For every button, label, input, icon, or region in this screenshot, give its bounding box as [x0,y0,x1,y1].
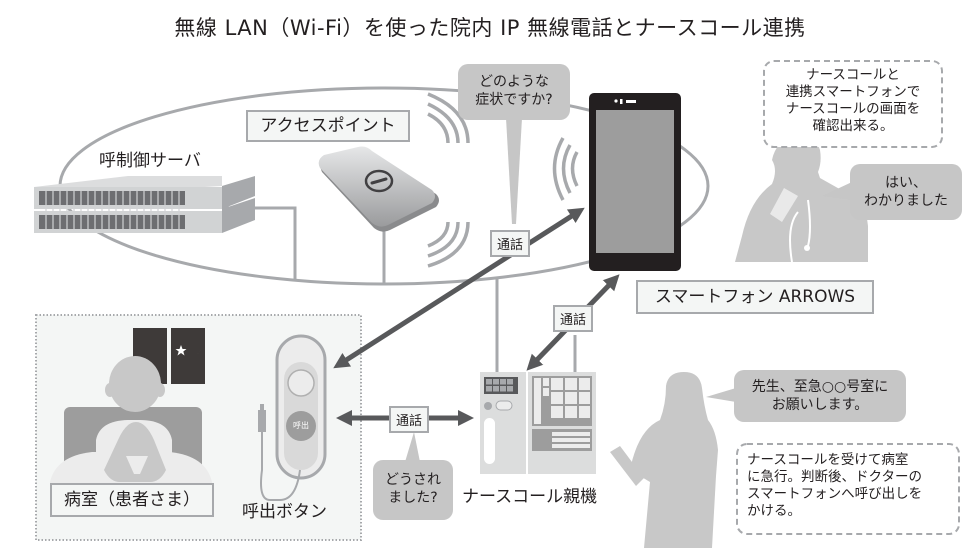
call-label-callbutton-console: 通話 [389,406,430,433]
nurse-station-label: ナースコール親機 [462,487,598,507]
nurse-with-clipboard-icon [610,372,718,548]
diagram-title: 無線 LAN（Wi-Fi）を使った院内 IP 無線電話とナースコール連携 [174,16,806,40]
call-button-label: 呼出ボタン [242,502,327,522]
nurse-request-bubble [706,370,906,422]
nurse-note-text: ナースコールを受けて病室 に急行。判断後、ドクターの スマートフォンへ呼び出しを… [747,452,923,519]
nurse-call-console-icon [480,372,596,474]
phone-question-bubble [458,64,570,224]
doctor-on-phone-icon [735,135,868,263]
call-button-text: 呼出 [293,421,309,430]
wifi-access-point-icon [318,146,439,232]
call-label-callbutton-smartphone: 通話 [490,230,531,257]
server-label: 呼制御サーバ [99,151,201,171]
phone-question-text: どのような 症状ですか? [475,74,553,108]
nurse-question-text: どうされ ました? [385,472,441,506]
smartphone-note-frame [763,60,943,148]
smartphone-note-text: ナースコールと 連携スマートフォンで ナースコールの画面を 確認出来る。 [785,67,921,134]
smartphone-label: スマートフォン ARROWS [636,280,874,314]
nurse-question-bubble [373,432,453,520]
arrow-callbutton-smartphone [333,207,585,369]
access-point-label: アクセスポイント [246,110,410,142]
doctor-speech-bubble [822,164,962,220]
call-button-icon [258,334,327,501]
server-rack-icon [34,176,255,233]
nurse-request-text: 先生、至急○○号室に お願いします。 [751,379,889,413]
nurse-note-frame [736,443,960,535]
call-label-console-smartphone: 通話 [553,305,594,332]
doctor-reply-text: はい、 わかりました [864,175,948,209]
smartphone-icon [589,93,681,271]
patient-room-label: 病室（患者さま） [50,483,214,517]
